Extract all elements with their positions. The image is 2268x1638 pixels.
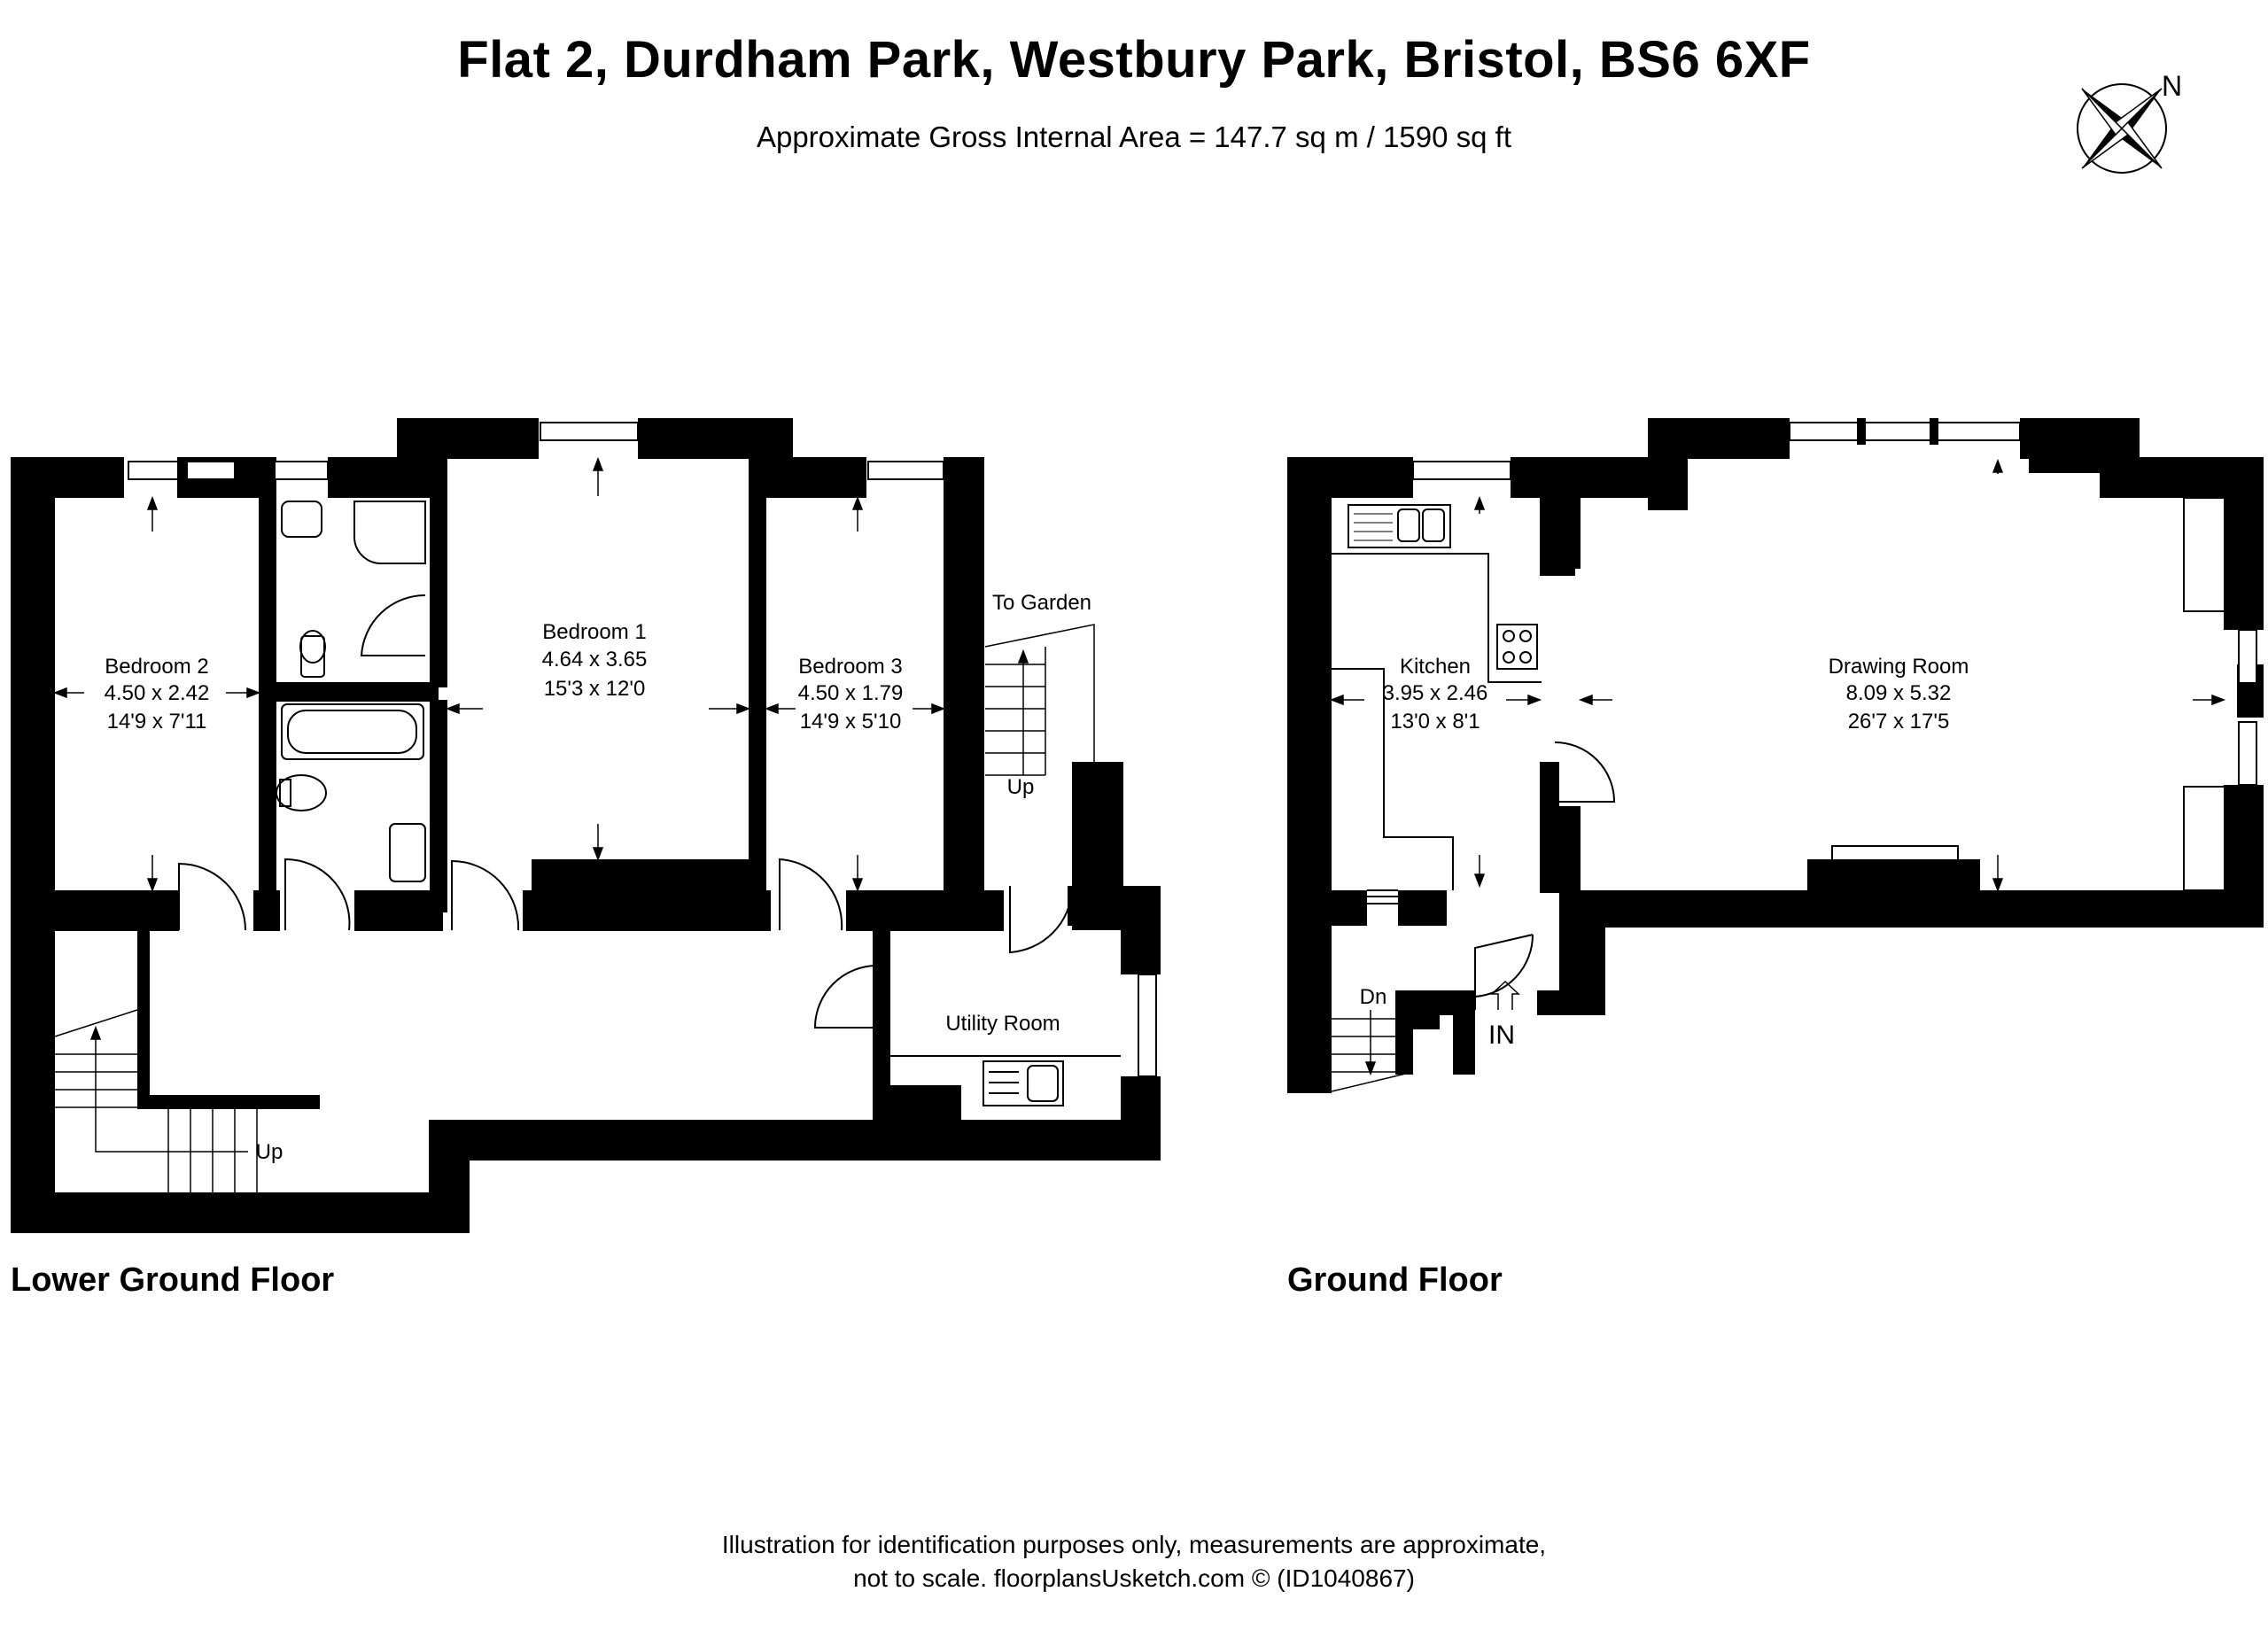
lower-bathroom-fixtures — [276, 501, 426, 882]
kitchen-metric: 3.95 x 2.46 — [1383, 681, 1488, 705]
bedroom2-name: Bedroom 2 — [105, 655, 208, 679]
compass-north-label: N — [2162, 70, 2182, 102]
ground-window-bays — [2183, 497, 2224, 891]
stairs-down-label: Dn — [1360, 985, 1387, 1009]
page-title: Flat 2, Durdham Park, Westbury Park, Bri… — [457, 31, 1811, 89]
entrance-arrow-icon — [1490, 980, 1520, 1010]
ground-doors — [1474, 741, 1616, 1010]
stairs-up-right-label: Up — [1007, 775, 1035, 799]
bedroom1-name: Bedroom 1 — [542, 620, 646, 644]
lower-windows — [128, 422, 1157, 1077]
bedroom2-imperial: 14'9 x 7'11 — [107, 710, 207, 734]
bedroom3-imperial: 14'9 x 5'10 — [800, 710, 902, 734]
lower-stairs-right — [984, 624, 1095, 776]
kitchen-imperial: 13'0 x 8'1 — [1390, 710, 1480, 734]
bedroom3-metric: 4.50 x 1.79 — [798, 681, 904, 705]
ground-window-mullions — [1857, 418, 1938, 445]
disclaimer-footer: Illustration for identification purposes… — [0, 1528, 2268, 1595]
lower-dimension-arrows — [52, 456, 946, 893]
lower-walls — [11, 418, 1161, 1233]
bedroom1-metric: 4.64 x 3.65 — [542, 648, 648, 672]
ground-dimension-arrows — [1329, 458, 2226, 893]
lower-ground-floor-label: Lower Ground Floor — [11, 1261, 335, 1299]
bedroom2-metric: 4.50 x 2.42 — [105, 681, 210, 705]
lower-ground-floor-plan: Bedroom 2 4.50 x 2.42 14'9 x 7'11 Bedroo… — [11, 418, 1161, 1233]
kitchen-name: Kitchen — [1400, 655, 1471, 679]
ground-floor-plan: Kitchen 3.95 x 2.46 13'0 x 8'1 Drawing R… — [1287, 418, 2264, 1093]
lower-stairs-left — [54, 1009, 258, 1192]
utility-room-name: Utility Room — [945, 1012, 1060, 1036]
ground-walls — [1287, 418, 2264, 1093]
drawing-room-metric: 8.09 x 5.32 — [1846, 681, 1952, 705]
entrance-label: IN — [1488, 1021, 1515, 1050]
kitchen-units — [1332, 504, 1959, 904]
area-subtitle: Approximate Gross Internal Area = 147.7 … — [756, 120, 1512, 153]
kitchen-sink-lines — [1354, 513, 1393, 541]
disclaimer-line-2: not to scale. floorplansUsketch.com © (I… — [853, 1564, 1415, 1592]
ground-windows — [1412, 422, 2257, 786]
ground-stairs-down — [1331, 1010, 1414, 1092]
drawing-room-imperial: 26'7 x 17'5 — [1848, 710, 1950, 734]
compass-icon — [2077, 83, 2167, 174]
utility-sink — [890, 1055, 1121, 1106]
bedroom1-imperial: 15'3 x 12'0 — [544, 677, 646, 701]
stairs-up-left-label: Up — [256, 1140, 284, 1164]
to-garden-label: To Garden — [992, 591, 1091, 615]
disclaimer-line-1: Illustration for identification purposes… — [721, 1531, 1547, 1558]
drawing-room-name: Drawing Room — [1829, 655, 1969, 679]
bedroom3-name: Bedroom 3 — [798, 655, 902, 679]
ground-floor-label: Ground Floor — [1287, 1261, 1503, 1299]
lower-doors — [178, 594, 1073, 1029]
